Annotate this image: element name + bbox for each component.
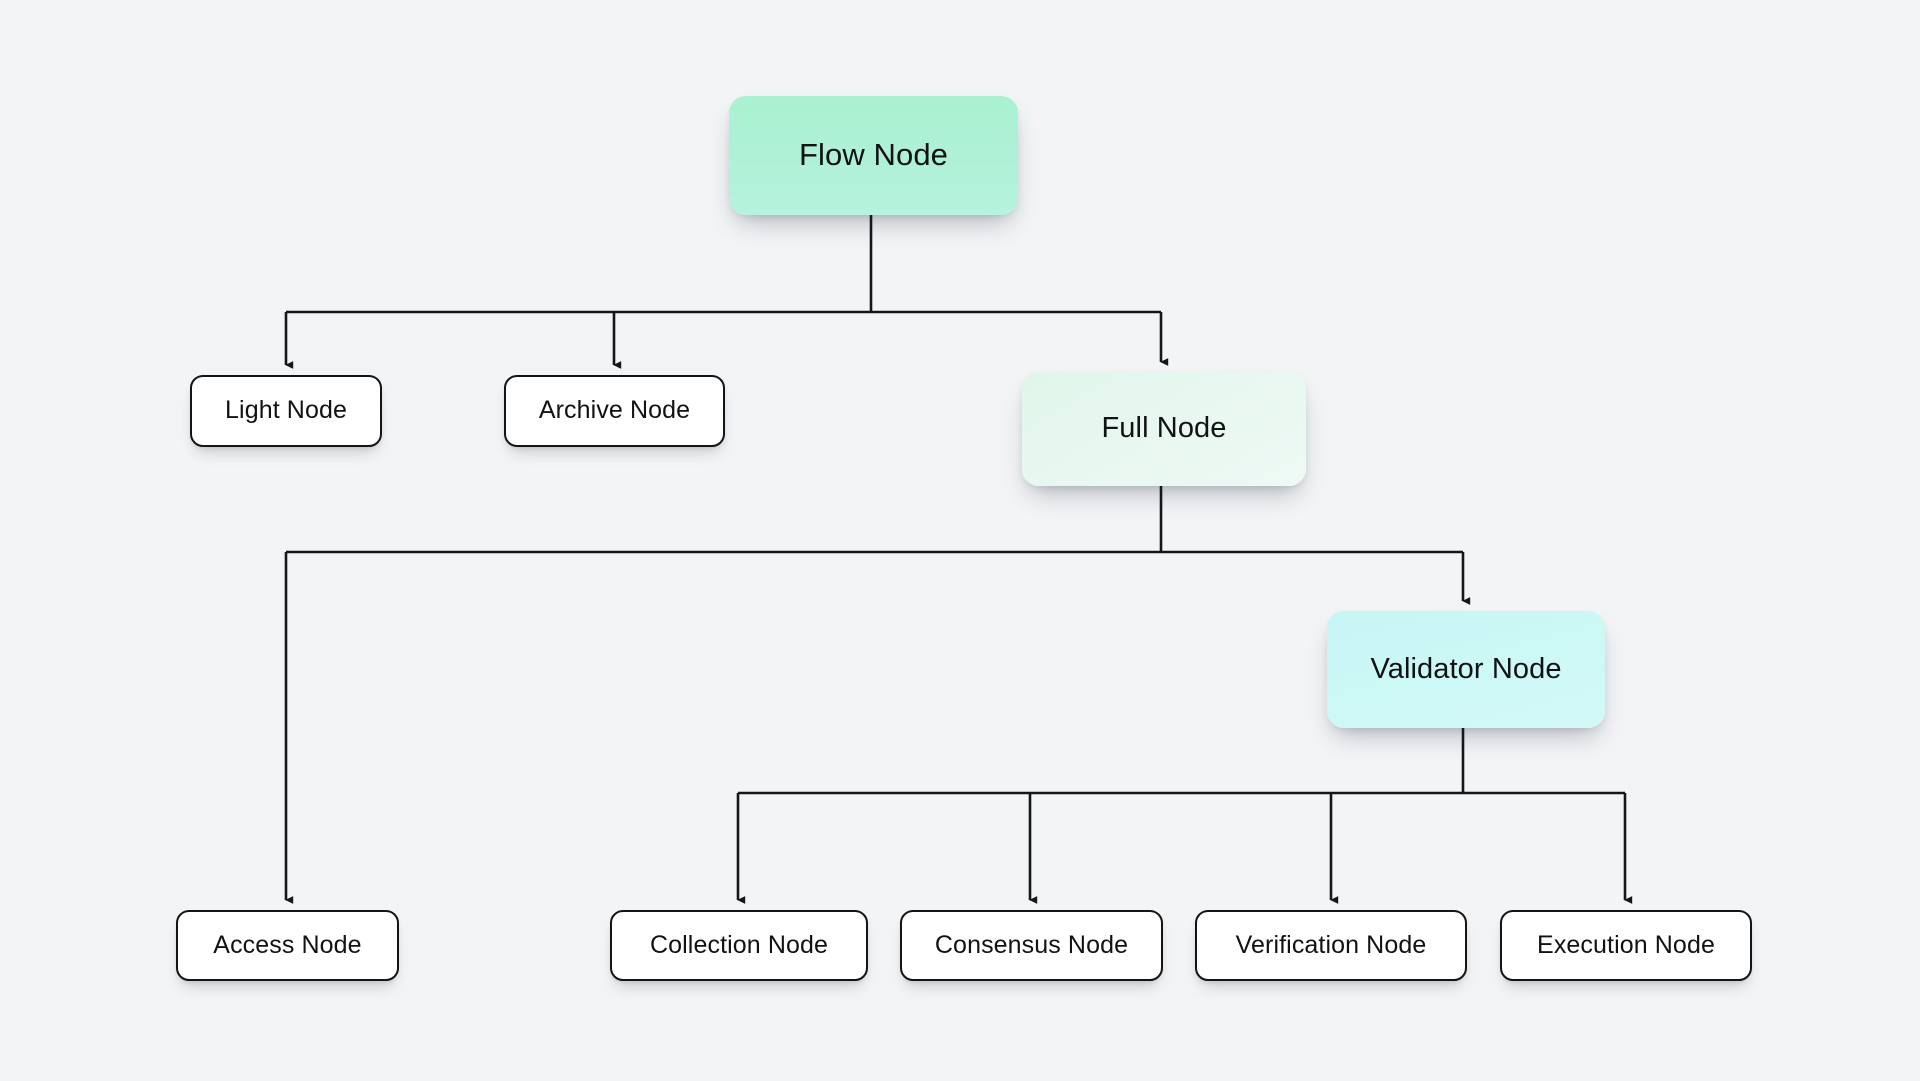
node-validator-node-label: Validator Node <box>1370 652 1562 685</box>
node-full-node-label: Full Node <box>1101 412 1227 445</box>
node-access-node[interactable]: Access Node <box>176 910 399 981</box>
node-light-node[interactable]: Light Node <box>190 375 382 447</box>
node-access-node-label: Access Node <box>213 930 362 959</box>
node-consensus-node-label: Consensus Node <box>934 930 1129 959</box>
node-full-node[interactable]: Full Node <box>1022 372 1306 486</box>
node-verification-node[interactable]: Verification Node <box>1195 910 1467 981</box>
node-collection-node-label: Collection Node <box>650 930 828 959</box>
node-execution-node-label: Execution Node <box>1537 930 1715 959</box>
node-consensus-node[interactable]: Consensus Node <box>900 910 1163 981</box>
node-archive-node-label: Archive Node <box>538 396 691 425</box>
node-collection-node[interactable]: Collection Node <box>610 910 868 981</box>
node-light-node-label: Light Node <box>225 396 347 425</box>
node-execution-node[interactable]: Execution Node <box>1500 910 1752 981</box>
node-archive-node[interactable]: Archive Node <box>504 375 725 447</box>
node-flow-node-label: Flow Node <box>798 137 949 173</box>
node-verification-node-label: Verification Node <box>1235 930 1427 959</box>
node-flow-node[interactable]: Flow Node <box>729 96 1018 215</box>
node-validator-node[interactable]: Validator Node <box>1327 611 1605 728</box>
